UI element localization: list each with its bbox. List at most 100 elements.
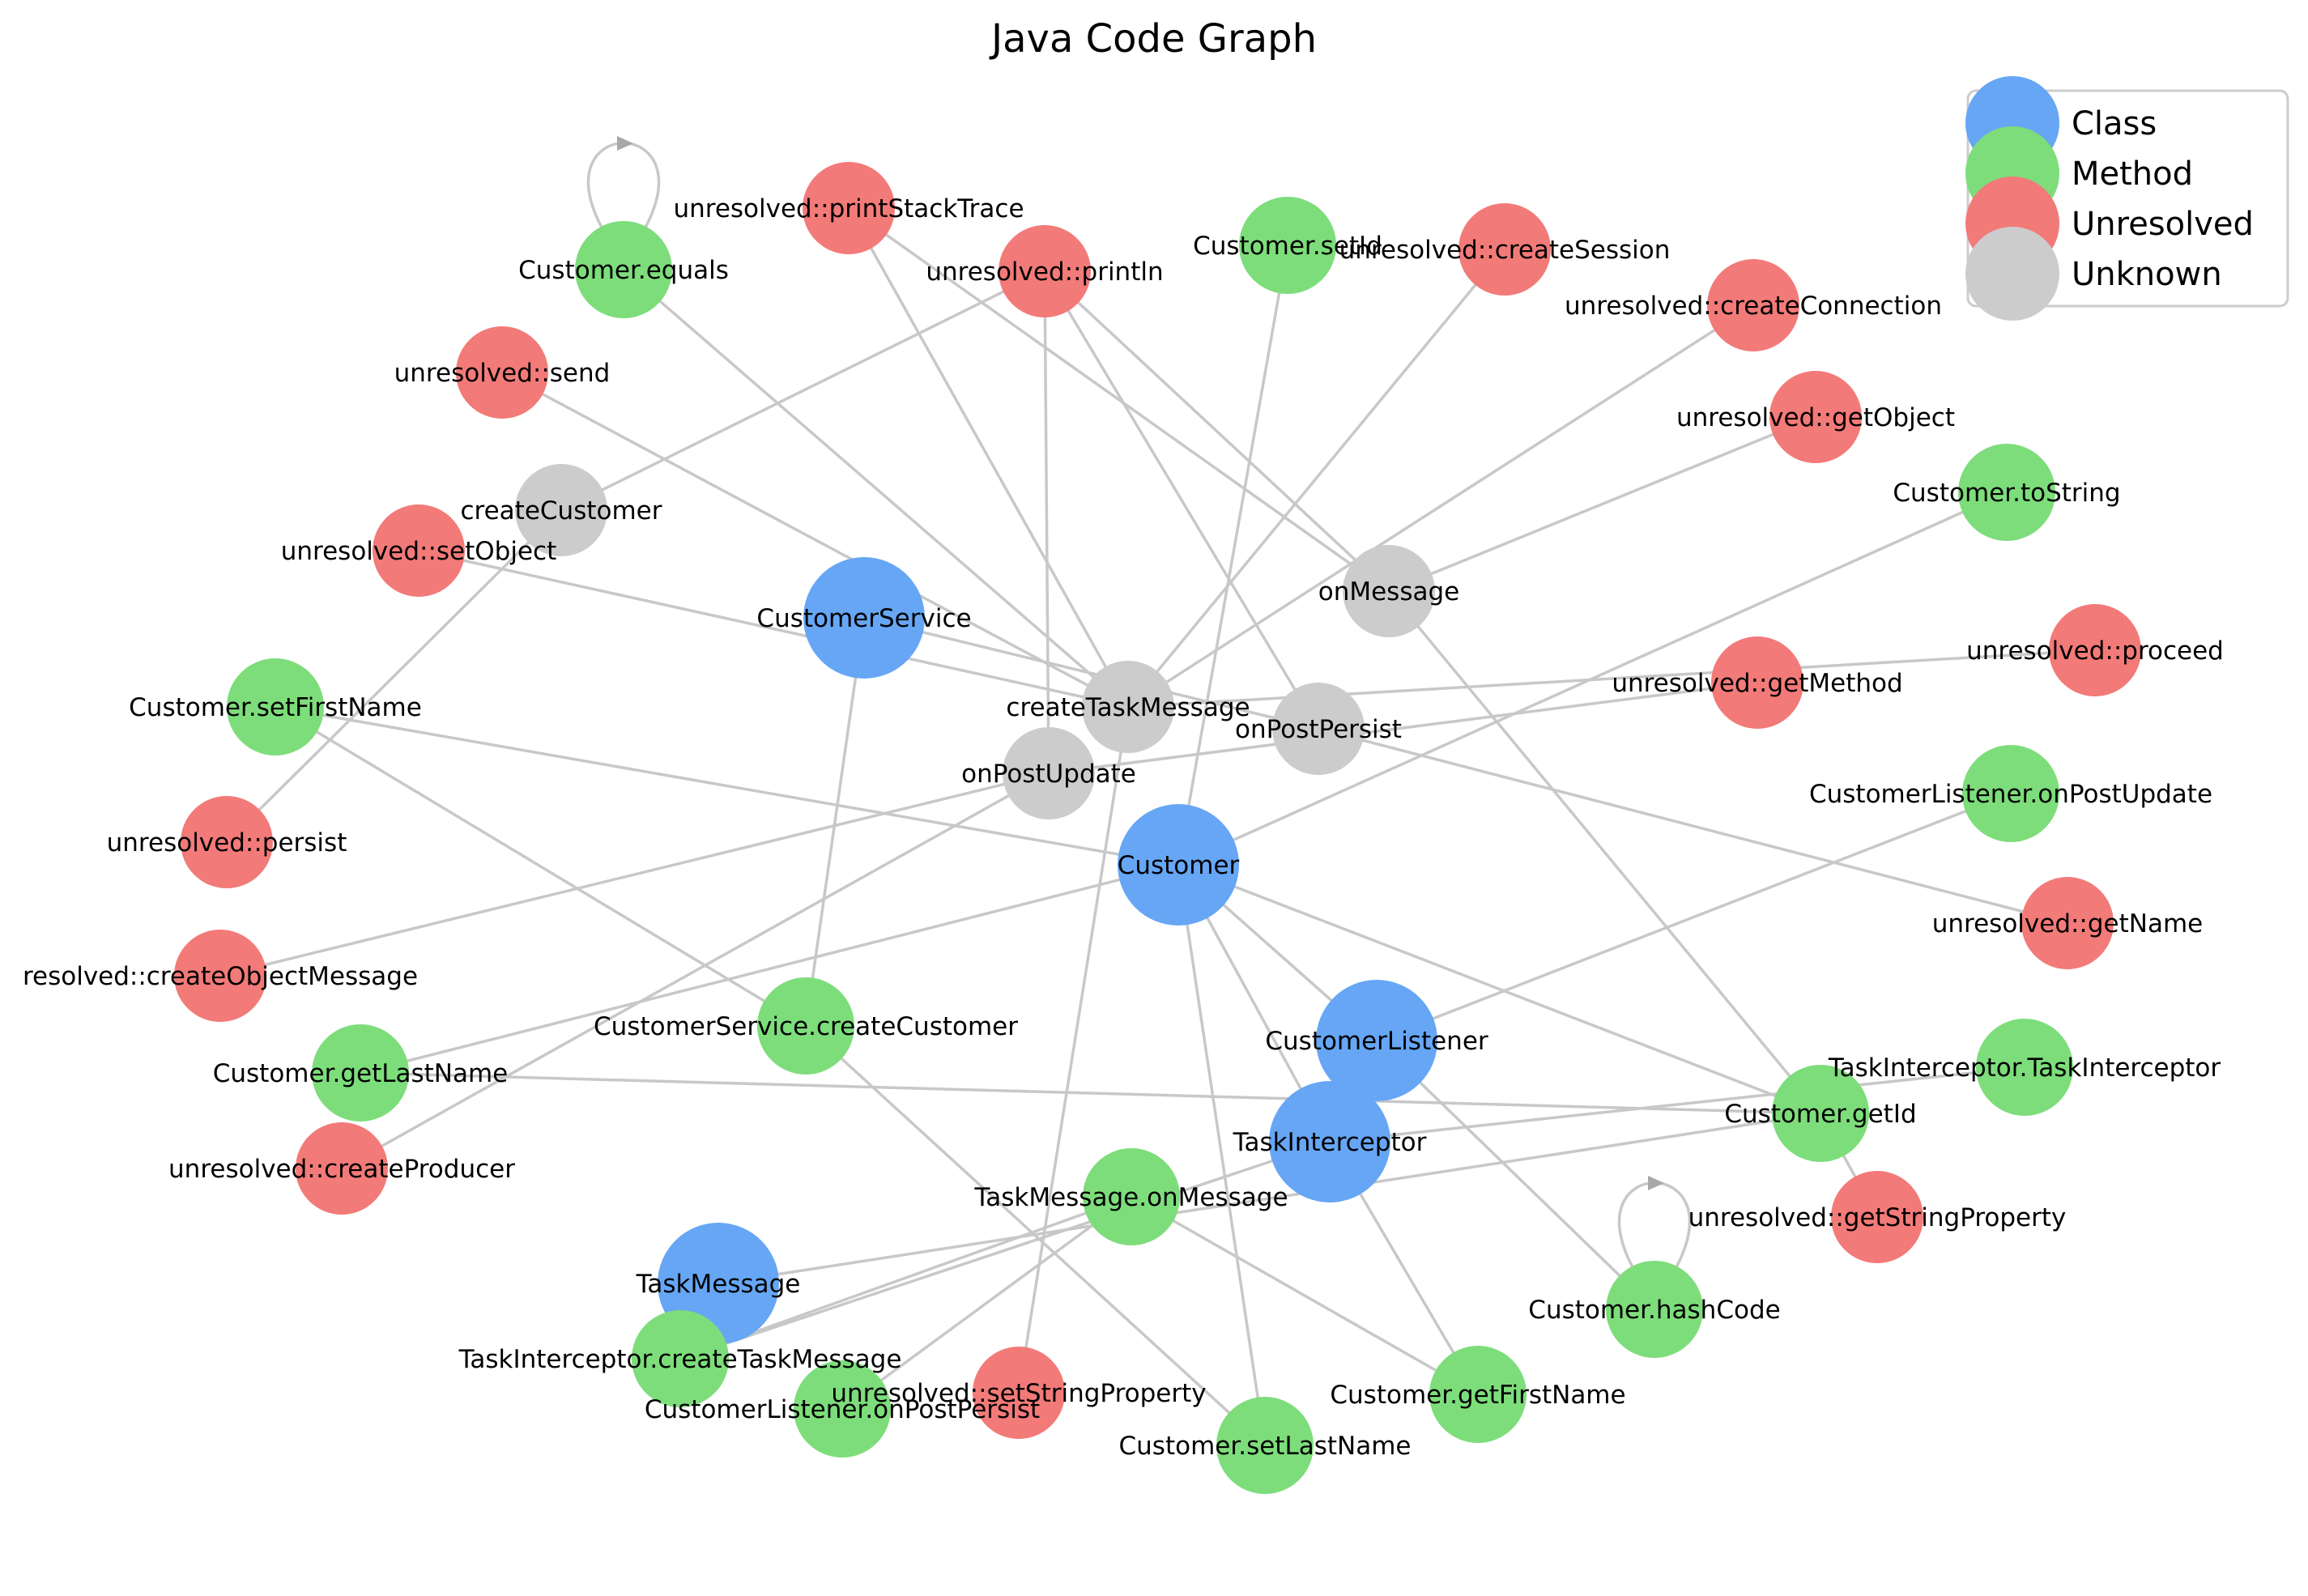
node-label-customer-hashcode: Customer.hashCode bbox=[1528, 1296, 1780, 1325]
node-onpostupdate[interactable] bbox=[1003, 727, 1095, 819]
node-unresolved-createconnection[interactable] bbox=[1707, 259, 1799, 351]
node-label-unresolved-persist: unresolved::persist bbox=[107, 828, 347, 858]
edge-customerlistener-to-customerlistener-onpostupdate bbox=[1376, 792, 2012, 1042]
node-customer-getid[interactable] bbox=[1772, 1065, 1869, 1162]
node-unresolved-setstringproperty[interactable] bbox=[973, 1347, 1065, 1439]
node-unresolved-createsession[interactable] bbox=[1458, 203, 1551, 296]
node-unresolved-send[interactable] bbox=[456, 326, 548, 419]
legend-label-class: Class bbox=[2072, 105, 2157, 143]
node-label-unresolved-getname: unresolved::getName bbox=[1932, 909, 2204, 938]
node-label-unresolved-println: unresolved::println bbox=[926, 257, 1163, 287]
node-label-createtaskmessage: createTaskMessage bbox=[1006, 693, 1250, 722]
node-label-unresolved-printstacktrace: unresolved::printStackTrace bbox=[673, 194, 1024, 223]
edge-taskinterceptor-to-taskinterceptor-createtaskmessage bbox=[679, 1140, 1331, 1360]
edge-onmessage-to-customer-getid bbox=[1387, 589, 1822, 1115]
node-label-customer-setid: Customer.setId bbox=[1193, 232, 1382, 261]
legend-swatch-unknown bbox=[1965, 227, 2059, 321]
node-taskinterceptor[interactable] bbox=[1269, 1081, 1390, 1202]
node-label-taskinterceptor-taskinterceptor: TaskInterceptor.TaskInterceptor bbox=[1828, 1053, 2221, 1083]
node-unresolved-getmethod[interactable] bbox=[1711, 636, 1803, 729]
edge-customer-tostring-to-customer bbox=[1177, 491, 2008, 866]
node-label-taskinterceptor-createtaskmessage: TaskInterceptor.createTaskMessage bbox=[458, 1345, 902, 1374]
node-unresolved-getstringproperty[interactable] bbox=[1831, 1171, 1923, 1263]
edges-layer bbox=[219, 136, 2096, 1447]
edge-unresolved-setstringproperty-to-createtaskmessage bbox=[1017, 706, 1130, 1394]
edge-customer-equals-to-createtaskmessage bbox=[622, 268, 1130, 709]
node-onmessage[interactable] bbox=[1343, 545, 1435, 637]
legend-label-unknown: Unknown bbox=[2072, 256, 2222, 293]
node-createtaskmessage[interactable] bbox=[1082, 661, 1174, 753]
edge-unresolved-setobject-to-createtaskmessage bbox=[418, 549, 1129, 709]
node-unresolved-println[interactable] bbox=[999, 225, 1091, 317]
node-unresolved-getname[interactable] bbox=[2021, 877, 2114, 969]
node-label-unresolved-proceed: unresolved::proceed bbox=[1966, 636, 2224, 666]
node-label-taskmessage-onmessage: TaskMessage.onMessage bbox=[973, 1183, 1288, 1212]
edge-createcustomer-to-unresolved-persist bbox=[225, 509, 563, 844]
node-label-unresolved-createproducer: unresolved::createProducer bbox=[168, 1155, 515, 1184]
self-loop-arrow bbox=[617, 136, 633, 151]
node-customer[interactable] bbox=[1118, 804, 1239, 926]
node-unresolved-createobjectmessage[interactable] bbox=[174, 930, 266, 1022]
node-customerlistener-onpostpersist[interactable] bbox=[794, 1360, 891, 1458]
node-unresolved-printstacktrace[interactable] bbox=[803, 162, 895, 254]
node-unresolved-getobject[interactable] bbox=[1769, 371, 1862, 463]
node-label-onpostupdate: onPostUpdate bbox=[961, 760, 1136, 789]
node-label-customerlistener-onpostupdate: CustomerListener.onPostUpdate bbox=[1809, 780, 2212, 809]
node-label-unresolved-createobjectmessage: resolved::createObjectMessage bbox=[23, 962, 418, 991]
node-customer-equals[interactable] bbox=[575, 221, 672, 318]
node-unresolved-proceed[interactable] bbox=[2049, 604, 2141, 696]
edge-customerservice-to-customerservice-createcustomer bbox=[804, 617, 866, 1027]
edge-unresolved-println-to-onpostpersist bbox=[1043, 270, 1320, 730]
node-label-unresolved-createsession: unresolved::createSession bbox=[1339, 236, 1671, 265]
edge-onpostupdate-to-unresolved-createobjectmessage bbox=[219, 772, 1050, 977]
node-label-taskmessage: TaskMessage bbox=[636, 1270, 801, 1299]
node-label-unresolved-send: unresolved::send bbox=[394, 359, 611, 388]
node-label-customer-tostring: Customer.toString bbox=[1893, 479, 2120, 508]
node-customer-hashcode[interactable] bbox=[1606, 1261, 1703, 1358]
node-taskmessage-onmessage[interactable] bbox=[1083, 1148, 1180, 1245]
edge-customer-to-customer-getid bbox=[1177, 863, 1821, 1115]
edge-customerlistener-to-customer-hashcode bbox=[1375, 1039, 1656, 1311]
node-label-unresolved-getmethod: unresolved::getMethod bbox=[1612, 669, 1902, 698]
node-customerservice[interactable] bbox=[803, 557, 925, 679]
node-customerservice-createcustomer[interactable] bbox=[757, 977, 854, 1075]
node-label-unresolved-getobject: unresolved::getObject bbox=[1676, 403, 1955, 432]
node-customer-setfirstname[interactable] bbox=[227, 658, 324, 755]
edge-onpostupdate-to-unresolved-createproducer bbox=[341, 772, 1050, 1170]
edge-unresolved-send-to-createtaskmessage bbox=[501, 371, 1129, 709]
node-customer-getlastname[interactable] bbox=[312, 1024, 409, 1121]
edge-unresolved-println-to-onpostupdate bbox=[1043, 270, 1050, 774]
node-label-unresolved-setstringproperty: unresolved::setStringProperty bbox=[831, 1379, 1206, 1408]
node-unresolved-createproducer[interactable] bbox=[296, 1122, 388, 1215]
node-labels: Customer.equals unresolved::printStackTra… bbox=[23, 194, 2224, 1461]
edge-customer-setfirstname-to-customer bbox=[275, 705, 1179, 866]
edge-customer-setfirstname-to-customerservice-createcustomer bbox=[275, 705, 807, 1028]
node-createcustomer[interactable] bbox=[515, 464, 607, 556]
node-taskinterceptor-createtaskmessage[interactable] bbox=[632, 1310, 729, 1407]
node-label-customerservice: CustomerService bbox=[756, 604, 971, 633]
node-unresolved-persist[interactable] bbox=[181, 796, 273, 888]
nodes-layer: Customer.equals unresolved::printStackTra… bbox=[23, 162, 2224, 1494]
node-label-customer-getlastname: Customer.getLastName bbox=[213, 1059, 509, 1088]
node-label-unresolved-createconnection: unresolved::createConnection bbox=[1565, 292, 1942, 321]
node-onpostpersist[interactable] bbox=[1272, 683, 1365, 775]
node-customer-setid[interactable] bbox=[1239, 197, 1336, 294]
node-customer-getfirstname[interactable] bbox=[1429, 1346, 1527, 1443]
edge-taskmessage-onmessage-to-customerlistener-onpostpersist bbox=[841, 1195, 1133, 1411]
node-customerlistener-onpostupdate[interactable] bbox=[1962, 745, 2059, 842]
node-label-customer-equals: Customer.equals bbox=[518, 256, 729, 285]
edge-unresolved-printstacktrace-to-createtaskmessage bbox=[847, 207, 1130, 708]
node-label-customer-setfirstname: Customer.setFirstName bbox=[129, 693, 422, 722]
edge-unresolved-println-to-onmessage bbox=[1043, 270, 1390, 593]
node-unresolved-setobject[interactable] bbox=[373, 504, 465, 597]
node-label-customer-setlastname: Customer.setLastName bbox=[1119, 1432, 1412, 1461]
edge-customer-setid-to-customer bbox=[1177, 245, 1289, 866]
edge-unresolved-createconnection-to-createtaskmessage bbox=[1127, 304, 1754, 709]
node-customer-setlastname[interactable] bbox=[1216, 1397, 1314, 1494]
edge-taskinterceptor-to-taskinterceptor-taskinterceptor bbox=[1329, 1066, 2025, 1143]
node-taskinterceptor-taskinterceptor[interactable] bbox=[1976, 1019, 2073, 1116]
node-customerlistener[interactable] bbox=[1316, 980, 1437, 1101]
edge-taskmessage-onmessage-to-customer-getfirstname bbox=[1131, 1195, 1479, 1396]
legend-label-method: Method bbox=[2072, 155, 2193, 193]
node-customer-tostring[interactable] bbox=[1958, 444, 2055, 541]
